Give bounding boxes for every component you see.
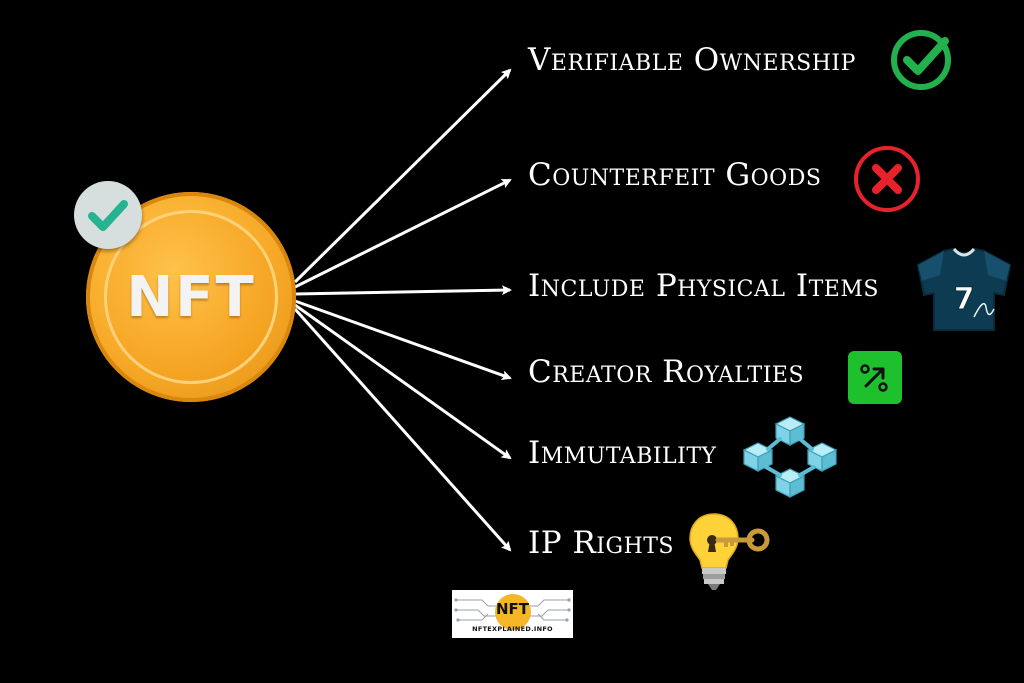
arrow-counterfeit-goods — [294, 178, 512, 289]
feature-label-verifiable-ownership: Verifiable Ownership — [528, 42, 856, 78]
arrow-physical-items — [294, 285, 512, 296]
logo-subtitle: NFTEXPLAINED.INFO — [472, 625, 553, 633]
nft-coin-inner-ring: NFT — [104, 210, 278, 384]
circuit-lines — [454, 598, 571, 622]
logo-coin-dot — [495, 594, 531, 630]
green-check-circle-icon — [891, 30, 951, 90]
feature-label-ip-rights: IP Rights — [528, 525, 674, 561]
lightbulb-key-icon — [689, 513, 770, 590]
nft-coin-label: NFT — [126, 265, 256, 330]
teal-check-icon — [88, 200, 128, 231]
arrow-immutability — [294, 303, 512, 460]
percent-badge-icon — [848, 351, 902, 404]
arrow-ip-rights — [293, 308, 512, 552]
feature-label-creator-royalties: Creator Royalties — [528, 354, 805, 390]
feature-label-counterfeit-goods: Counterfeit Goods — [528, 157, 822, 193]
feature-label-immutability: Immutability — [528, 435, 717, 471]
feature-label-physical-items: Include Physical Items — [528, 268, 879, 304]
blockchain-cubes-icon — [742, 416, 838, 498]
coin-check-badge — [74, 181, 142, 249]
logo-title: NFT — [495, 600, 530, 618]
arrow-creator-royalties — [294, 299, 512, 381]
red-x-circle-icon — [854, 146, 920, 212]
arrow-verifiable-ownership — [293, 68, 512, 284]
nftexplained-logo: NFT NFTEXPLAINED.INFO — [452, 590, 573, 638]
jersey-number: 7 — [954, 282, 975, 317]
signed-jersey-icon: 7 — [916, 247, 1012, 331]
